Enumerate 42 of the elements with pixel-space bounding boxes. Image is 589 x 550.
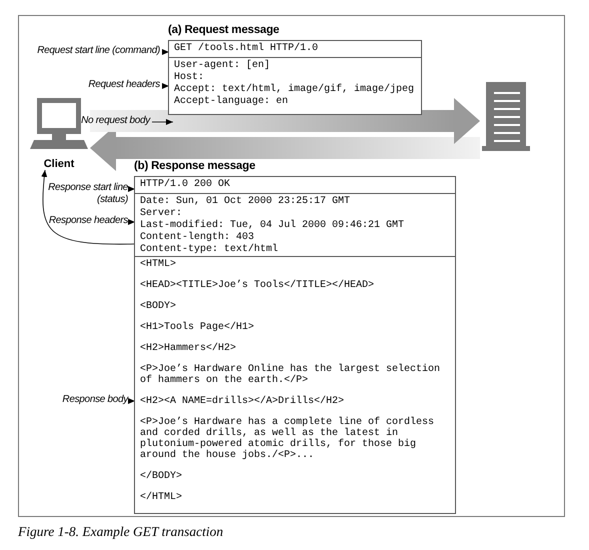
code-line: Content-type: text/html [140, 244, 280, 256]
message-heading: (a) Request message [168, 24, 280, 36]
code-line: Last-modified: Tue, 04 Jul 2000 09:46:21 GMT [140, 220, 406, 232]
code-line: Server: [140, 208, 184, 220]
figure-caption: Figure 1-8. Example GET transaction [18, 524, 224, 540]
callout-label: Response headers [48, 215, 128, 226]
code-line: GET /tools.html HTTP/1.0 [174, 43, 320, 55]
leader-arrow [128, 219, 136, 225]
node-label: Client [42, 158, 76, 170]
leader-arrow [128, 398, 136, 404]
leader-arrow [162, 49, 170, 55]
code-line: Accept: text/html, image/gif, image/jpeg [174, 84, 416, 96]
code-line: </HTML> [140, 492, 184, 503]
code-line: </BODY> [140, 471, 184, 482]
code-line: Accept-language: en [174, 96, 290, 108]
callout-label: Request headers [88, 79, 160, 90]
message-section [135, 194, 455, 257]
leader-arrow [128, 186, 136, 192]
code-line: Content-length: 403 [140, 232, 256, 244]
leader-arrow [162, 83, 170, 89]
code-line: <HEAD><TITLE>Joe’s Tools</TITLE></HEAD> [140, 280, 376, 291]
callout-label: Response start line (status) [48, 182, 128, 205]
message-section [169, 41, 421, 58]
code-line: Host: [174, 72, 206, 84]
curved-arrow [41, 170, 134, 245]
code-line: HTTP/1.0 200 OK [140, 179, 232, 191]
code-line: <H1>Tools Page</H1> [140, 322, 256, 333]
message-flow-arrow [90, 98, 480, 144]
message-heading: (b) Response message [134, 160, 256, 172]
code-line: <H2><A NAME=drills></A>Drills</H2> [140, 396, 346, 407]
code-line: <BODY> [140, 301, 178, 312]
code-line: User-agent: [en] [174, 60, 272, 72]
leader-arrow [152, 119, 174, 125]
message-section [135, 177, 455, 194]
code-line: <P>Joe’s Hardware has a complete line of cordless and corded drills, as well as the latest in plutonium-powered atomic drills, for those big around the house jobs./<P>... [140, 417, 436, 461]
code-line: <P>Joe’s Hardware Online has the largest selection of hammers on the earth.</P> [140, 364, 442, 386]
callout-label: Response body [62, 394, 128, 405]
code-line: <HTML> [140, 259, 178, 270]
code-line: Date: Sun, 01 Oct 2000 23:25:17 GMT [140, 196, 352, 208]
callout-label: Request start line (command) [37, 45, 160, 56]
code-line: <H2>Hammers</H2> [140, 343, 238, 354]
callout-label: No request body [81, 115, 150, 126]
